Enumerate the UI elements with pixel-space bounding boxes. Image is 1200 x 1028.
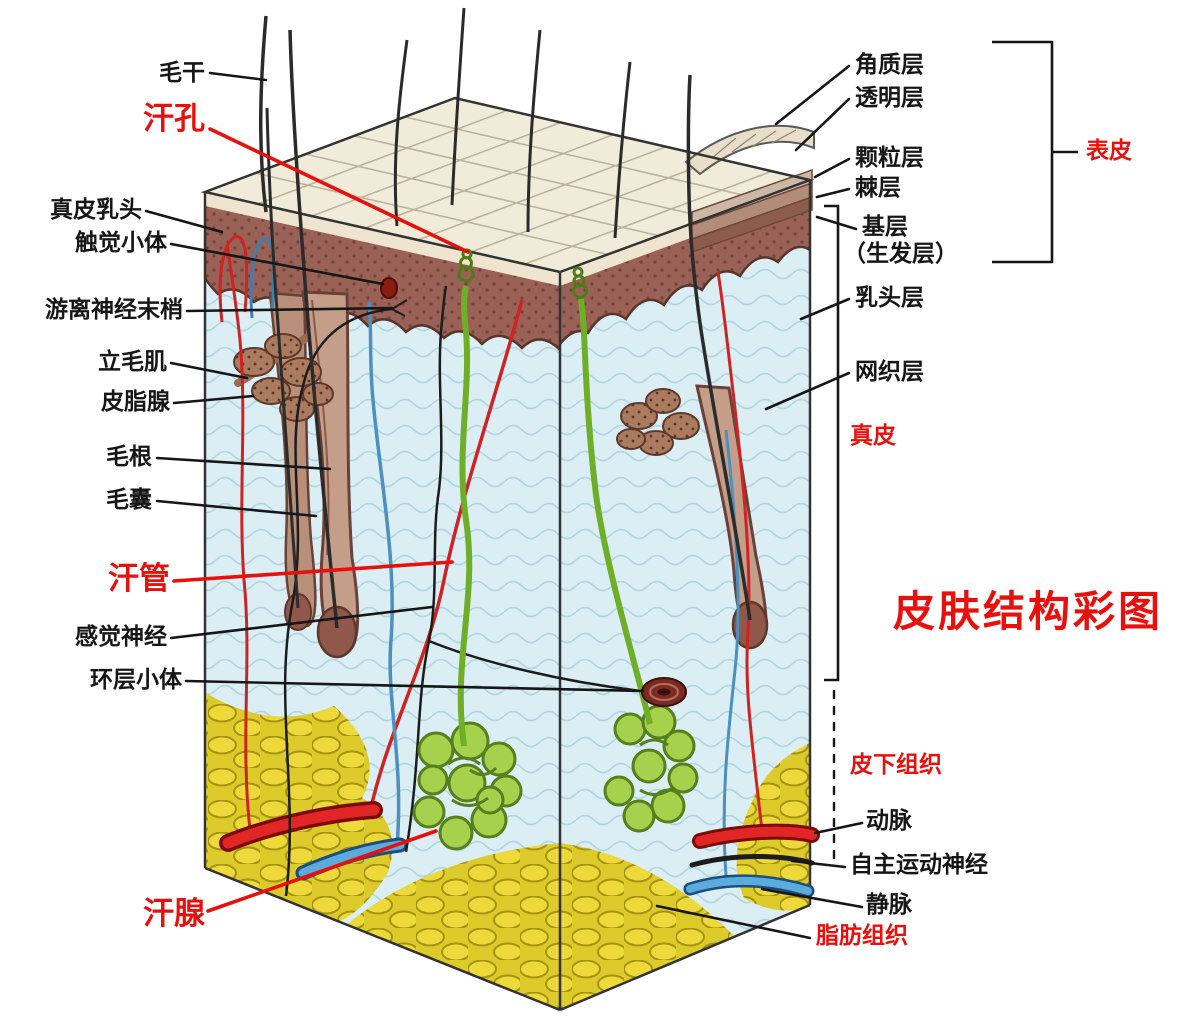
label-autonomic-motor-nerve: 自主运动神经 <box>850 852 988 878</box>
label-sweat-pore: 汗孔 <box>143 101 205 137</box>
sweat-gland-right <box>603 704 699 833</box>
label-lamellar-corpuscle: 环层小体 <box>90 667 182 693</box>
label-sensory-nerve: 感觉神经 <box>75 624 167 650</box>
label-artery: 动脉 <box>866 808 912 834</box>
label-sebaceous-gland: 皮脂腺 <box>101 389 170 415</box>
sebaceous-glands <box>233 333 700 456</box>
label-free-nerve-endings: 游离神经末梢 <box>45 297 183 323</box>
label-arrector-pili: 立毛肌 <box>98 349 167 375</box>
label-sweat-duct: 汗管 <box>108 561 170 597</box>
label-dermal-papilla: 真皮乳头 <box>50 197 142 223</box>
label-stratum-granulosum: 颗粒层 <box>855 145 924 171</box>
epidermis-bracket <box>992 40 1078 264</box>
tactile-corpuscle-shape <box>380 277 398 299</box>
page-title: 皮肤结构彩图 <box>893 587 1164 636</box>
nerves <box>283 285 642 897</box>
label-sweat-gland: 汗腺 <box>143 896 205 932</box>
sweat-pore-right <box>572 266 584 278</box>
label-papillary-layer: 乳头层 <box>855 285 924 311</box>
label-basal-layer: 基层 <box>862 214 908 240</box>
dermis-bracket <box>824 204 840 682</box>
autonomic-nerve-trunk <box>689 854 815 868</box>
label-basal-layer-alt: （生发层） <box>843 241 958 267</box>
label-hair-shaft: 毛干 <box>159 60 205 86</box>
label-subcutaneous-tissue: 皮下组织 <box>850 752 942 778</box>
sweat-ducts <box>457 248 653 747</box>
hairs <box>258 7 752 629</box>
label-reticular-layer: 网织层 <box>855 359 924 385</box>
skin-surface-top-face <box>205 98 810 272</box>
label-dermis: 真皮 <box>850 423 896 449</box>
label-stratum-lucidum: 透明层 <box>855 85 924 111</box>
artery-left <box>222 804 380 849</box>
label-stratum-corneum: 角质层 <box>855 52 924 78</box>
label-hair-follicle: 毛囊 <box>106 487 152 513</box>
label-hair-root: 毛根 <box>106 444 152 470</box>
epidermis-layer-stack <box>684 125 815 254</box>
sweat-gland-left <box>412 721 523 851</box>
label-epidermis: 表皮 <box>1086 138 1132 164</box>
label-tactile-corpuscle: 触觉小体 <box>75 230 167 256</box>
label-stratum-spinosum: 棘层 <box>855 175 901 201</box>
label-adipose-tissue: 脂肪组织 <box>816 923 908 949</box>
label-vein: 静脉 <box>866 892 912 918</box>
blood-vessels <box>218 235 820 898</box>
lamellar-corpuscle-shape <box>641 677 687 707</box>
vein-right <box>686 877 812 895</box>
sensory-nerve-trunk <box>404 285 448 853</box>
leader-lines-red <box>172 127 470 913</box>
leader-lines-black <box>144 64 864 940</box>
artery-right <box>695 826 817 846</box>
